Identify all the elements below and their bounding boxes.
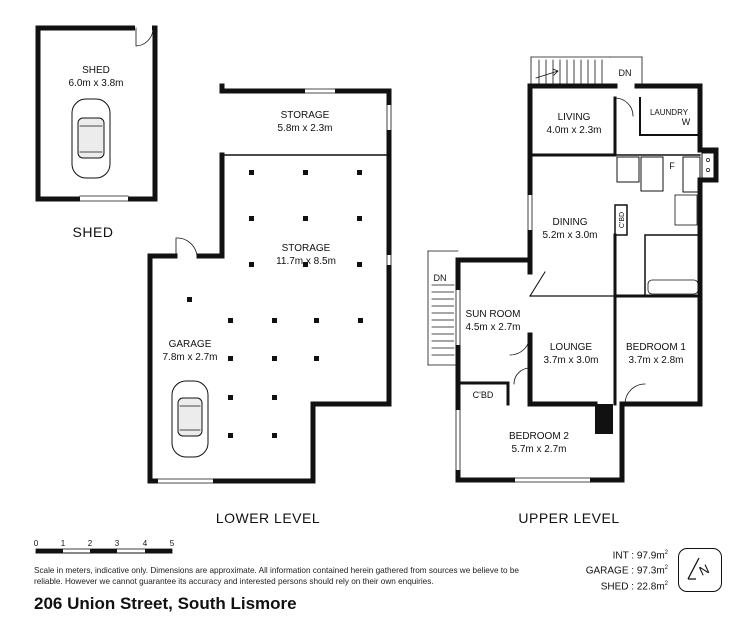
- area-garage-unit-power: 2: [664, 565, 668, 572]
- area-summary: INT : 97.9m2 GARAGE : 97.3m2 SHED : 22.8…: [560, 547, 668, 593]
- area-shed-unit-power: 2: [664, 580, 668, 587]
- laundry-w-label: W: [682, 117, 691, 127]
- laundry-name: LAUNDRY: [650, 108, 689, 117]
- bedroom1-name: BEDROOM 1: [626, 342, 686, 353]
- dining-name: DINING: [553, 217, 588, 228]
- side-stairs: [427, 250, 459, 366]
- shed-building: [35, 25, 158, 202]
- upper-level-title: UPPER LEVEL: [518, 510, 619, 526]
- living-name: LIVING: [558, 112, 591, 123]
- shed-room-dims: 6.0m x 3.8m: [68, 78, 123, 89]
- bedroom1-dims: 3.7m x 2.8m: [628, 355, 683, 366]
- sun-room-dims: 4.5m x 2.7m: [465, 322, 520, 333]
- garage-car-icon: [171, 380, 209, 458]
- garage-dims: 7.8m x 2.7m: [162, 352, 217, 363]
- compass-arrow-icon: N: [687, 557, 712, 580]
- property-address: 206 Union Street, South Lismore: [34, 594, 297, 613]
- sun-room-name: SUN ROOM: [466, 309, 521, 320]
- area-garage-row: GARAGE : 97.3m2: [560, 562, 668, 577]
- scale-tick-3: 3: [115, 539, 120, 548]
- lounge-dims: 3.7m x 3.0m: [543, 355, 598, 366]
- support-columns: [187, 170, 363, 438]
- garage-name: GARAGE: [169, 339, 212, 350]
- area-int-label: INT :: [612, 550, 635, 562]
- dining-dims: 5.2m x 3.0m: [542, 230, 597, 241]
- scale-tick-0: 0: [34, 539, 39, 548]
- area-shed-label: SHED :: [600, 580, 635, 592]
- scale-tick-4: 4: [143, 539, 148, 548]
- north-compass-icon: N: [678, 548, 722, 592]
- area-shed-row: SHED : 22.8m2: [560, 578, 668, 593]
- scale-tick-1: 1: [61, 539, 66, 548]
- scale-tick-2: 2: [88, 539, 93, 548]
- area-shed-value: 22.8m: [636, 580, 665, 592]
- scale-bar: [35, 548, 173, 554]
- area-garage-label: GARAGE :: [585, 565, 635, 577]
- area-int-value: 97.9m: [636, 550, 665, 562]
- shed-title: SHED: [73, 224, 114, 240]
- stairs-left-label: DN: [434, 273, 447, 283]
- storage-main-dims: 11.7m x 8.5m: [276, 256, 336, 267]
- shed-room-name: SHED: [82, 65, 110, 76]
- storage-main-name: STORAGE: [282, 243, 331, 254]
- area-int-row: INT : 97.9m2: [560, 547, 668, 562]
- bedroom2-dims: 5.7m x 2.7m: [511, 444, 566, 455]
- disclaimer-text: Scale in meters, indicative only. Dimens…: [34, 566, 519, 586]
- upper-level-building: [427, 56, 719, 484]
- fridge-label: F: [669, 161, 675, 171]
- stairs-top-label: DN: [619, 68, 632, 78]
- lower-level-title: LOWER LEVEL: [216, 510, 320, 526]
- lower-level-building: [147, 83, 393, 485]
- cbd-sun-label: C'BD: [473, 390, 494, 400]
- bedroom2-name: BEDROOM 2: [509, 431, 569, 442]
- area-garage-value: 97.3m: [636, 565, 665, 577]
- storage-top-dims: 5.8m x 2.3m: [277, 123, 332, 134]
- cbd-dining-label: C'BD: [619, 212, 626, 228]
- storage-top-name: STORAGE: [281, 110, 330, 121]
- area-int-unit-power: 2: [664, 550, 668, 556]
- scale-tick-5: 5: [170, 539, 175, 548]
- top-stairs: [530, 56, 611, 85]
- lounge-name: LOUNGE: [550, 342, 593, 353]
- compass-north-letter: N: [697, 561, 712, 579]
- shed-car-icon: [71, 98, 111, 179]
- living-dims: 4.0m x 2.3m: [546, 125, 601, 136]
